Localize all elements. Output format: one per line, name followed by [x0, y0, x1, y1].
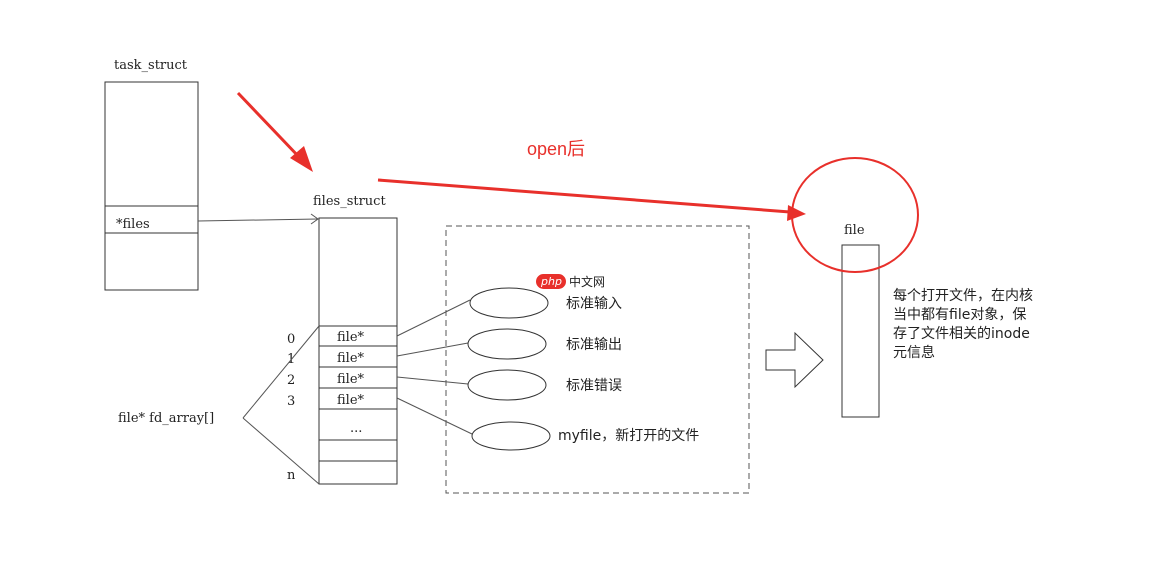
open-files-container: [445, 225, 750, 494]
fd-slot-2-value: file*: [337, 372, 365, 387]
fd-slot-3-value: file*: [337, 393, 365, 408]
stream-myfile-ellipse: [471, 421, 551, 451]
red-arrow-to-files-struct-head: [290, 146, 313, 172]
fd-array-label: file* fd_array[]: [118, 411, 214, 426]
task-struct: task_struct *files: [104, 58, 199, 291]
file-description-line-4: 元信息: [893, 344, 935, 361]
watermark-badge-text: php: [540, 275, 562, 288]
fd-index-0: 0: [287, 332, 295, 347]
files-struct-box: [318, 217, 398, 485]
red-arrow-to-file: [377, 178, 791, 214]
files-struct-title: files_struct: [313, 194, 386, 209]
stream-stdin-label: 标准输入: [566, 296, 622, 312]
stream-myfile-label: myfile，新打开的文件: [558, 427, 699, 444]
fd-index-n: n: [287, 468, 296, 483]
open-annotation-label: open后: [527, 139, 585, 159]
stream-stderr-label: 标准错误: [566, 378, 622, 394]
fd-slot-ellipsis: ...: [350, 421, 362, 436]
files-struct: files_struct file* file* file* file* ...…: [287, 194, 398, 485]
watermark-text: 中文网: [569, 274, 605, 289]
fd-index-2: 2: [287, 373, 295, 388]
stream-stderr-ellipse: [467, 369, 547, 401]
file-object-box: [841, 244, 880, 418]
red-circle-file: [791, 157, 919, 273]
file-object: file: [841, 223, 880, 418]
fd-slot-1-value: file*: [337, 351, 365, 366]
files-pointer-line: [197, 218, 319, 222]
watermark-logo: php 中文网: [536, 274, 605, 289]
fd-array-bracket-top: [242, 325, 320, 419]
file-description-line-3: 存了文件相关的inode: [893, 326, 1030, 342]
connector-myfile: [396, 397, 473, 435]
red-arrow-to-files-struct: [236, 91, 302, 160]
connector-stderr: [396, 376, 469, 385]
watermark-badge-bg: [536, 274, 566, 289]
stream-stdout-label: 标准输出: [566, 337, 622, 353]
fd-index-3: 3: [287, 394, 295, 409]
task-struct-title: task_struct: [114, 58, 188, 73]
task-struct-files-field: *files: [116, 217, 150, 232]
file-description-line-2: 当中都有file对象，保: [893, 307, 1026, 323]
red-arrow-to-file-head: [787, 205, 806, 221]
fd-slot-0-value: file*: [337, 330, 365, 345]
hollow-arrow: [765, 331, 824, 389]
task-struct-box: [104, 81, 199, 291]
files-pointer-arrowhead: [310, 213, 319, 225]
stream-stdout-ellipse: [467, 328, 547, 360]
stream-stdin-ellipse: [469, 287, 549, 319]
fd-array-bracket-bottom: [242, 417, 320, 485]
file-object-title: file: [844, 223, 865, 238]
connector-stdin: [396, 299, 471, 337]
file-description-line-1: 每个打开文件，在内核: [893, 287, 1033, 304]
connector-stdout: [396, 342, 469, 357]
